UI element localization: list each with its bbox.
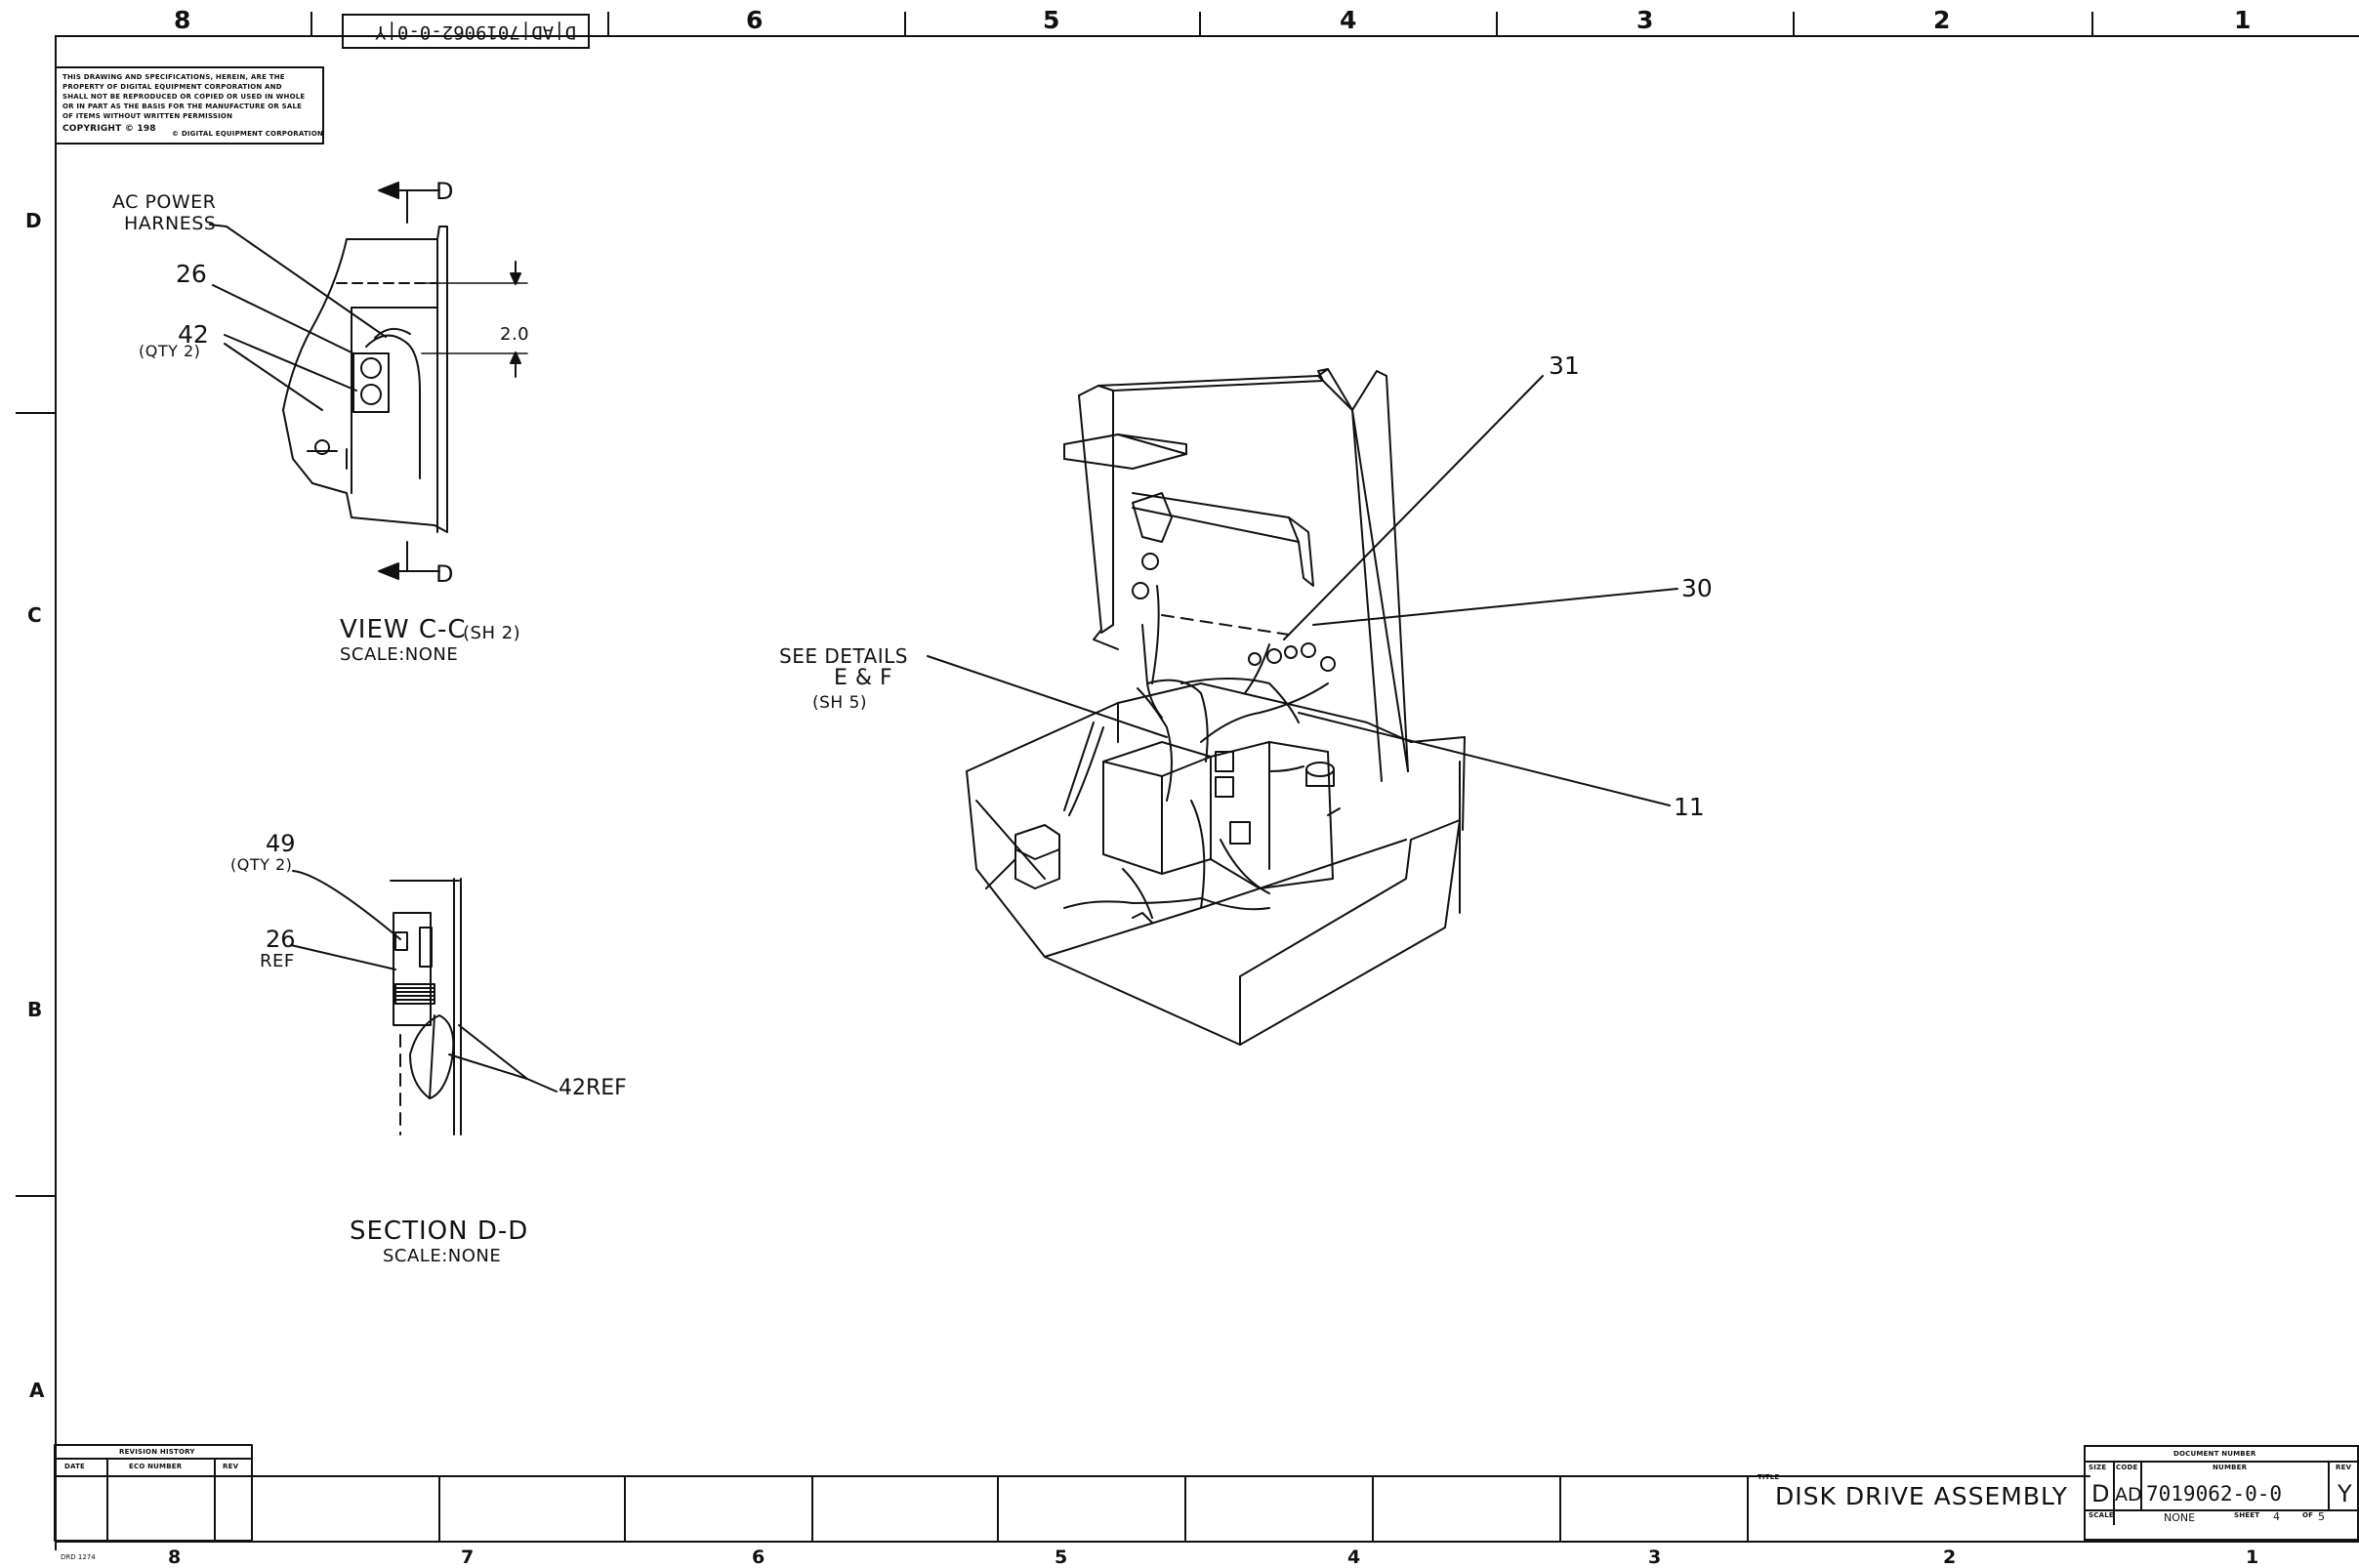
revision-history-heading: REVISION HISTORY [119,1448,195,1456]
zone-label-bottom-2: 2 [1943,1547,1957,1568]
zone-label-side-C: C [27,603,42,627]
callout-ac-power-line2: HARNESS [124,213,217,234]
zone-label-bottom-4: 4 [1347,1547,1361,1568]
size-caption: SIZE [2089,1464,2107,1471]
zone-label-side-A: A [29,1379,45,1402]
zone-divider [904,12,906,35]
section-dd-drawing [290,870,558,1135]
zone-label-top-3: 3 [1636,6,1654,34]
notice-line-2: PROPERTY OF DIGITAL EQUIPMENT CORPORATIO… [62,83,282,91]
rev-value: Y [2338,1480,2352,1507]
of-caption: OF [2302,1511,2314,1519]
callout-49-qty: (QTY 2) [230,855,293,874]
callout-42-qty: (QTY 2) [139,342,201,360]
of-value: 5 [2318,1510,2325,1523]
callout-42-ref: 42REF [559,1076,627,1100]
view-cc-title: VIEW C-C [340,615,467,644]
notice-line-3: SHALL NOT BE REPRODUCED OR COPIED OR USE… [62,93,306,101]
doc-block-divider [2328,1461,2330,1509]
notice-line-4: OR IN PART AS THE BASIS FOR THE MANUFACT… [62,103,303,110]
zone-label-bottom-1: 1 [2246,1547,2259,1568]
scale-caption: SCALE [2089,1511,2114,1519]
zone-divider [607,12,609,35]
doc-block-divider [2113,1461,2115,1525]
rev-caption: REV [2336,1464,2352,1471]
left-border [55,35,57,1550]
zone-label-top-2: 2 [1933,6,1951,34]
zone-label-top-1: 1 [2234,6,2252,34]
title-block: TITLE DISK DRIVE ASSEMBLY [1748,1445,2359,1541]
zone-label-bottom-8: 8 [168,1547,182,1568]
doc-block-rule [2086,1509,2359,1511]
callout-31: 31 [1549,351,1580,380]
zone-label-bottom-5: 5 [1055,1547,1068,1568]
view-cc-scale: SCALE:NONE [340,644,459,665]
main-isometric-drawing [927,368,1678,1046]
revision-col-date: DATE [64,1463,86,1470]
callout-details-letters: E & F [834,666,893,690]
zone-label-side-B: B [27,998,43,1021]
revision-history-lines [54,1444,253,1542]
zone-divider [1199,12,1201,35]
section-mark-D-bottom: D [435,560,454,588]
scale-value: NONE [2164,1511,2196,1524]
zone-label-side-D: D [25,209,42,232]
zone-divider [2091,12,2093,35]
view-cc-drawing [209,182,528,580]
notice-line-5: OF ITEMS WITHOUT WRITTEN PERMISSION [62,112,233,120]
sheet-caption: SHEET [2234,1511,2260,1519]
revision-col-eco: ECO NUMBER [129,1463,183,1470]
callout-details-sheet: (SH 5) [812,693,868,713]
section-dd-title: SECTION D-D [350,1217,529,1246]
doc-number-caption: DOCUMENT NUMBER [2173,1450,2256,1458]
zone-label-bottom-6: 6 [752,1547,766,1568]
top-border [55,35,2359,37]
callout-ac-power-line1: AC POWER [112,191,217,213]
side-zone-tick [16,1195,55,1197]
number-value: 7019062-0-0 [2146,1482,2283,1506]
dimension-2-0: 2.0 [500,324,530,345]
side-zone-tick [16,412,55,414]
title-caption: TITLE [1758,1473,1780,1481]
zone-divider [310,12,312,35]
zone-label-top-8: 8 [174,6,191,34]
section-mark-D-top: D [435,178,454,205]
callout-26: 26 [176,260,207,288]
doc-block-rule [2086,1461,2359,1463]
callout-49: 49 [266,830,296,857]
zone-label-top-6: 6 [746,6,764,34]
code-caption: CODE [2116,1464,2138,1471]
proprietary-notice-box: THIS DRAWING AND SPECIFICATIONS, HEREIN,… [55,66,324,144]
bottom-border [55,1541,2359,1543]
notice-company: © DIGITAL EQUIPMENT CORPORATION [172,130,323,138]
sheet-value: 4 [2273,1510,2280,1523]
bottom-row-lines [251,1475,2090,1542]
doc-block-divider [2140,1461,2142,1509]
callout-26-ref: 26 [266,926,296,953]
callout-42: 42 [178,320,209,349]
zone-label-top-4: 4 [1340,6,1357,34]
notice-copyright: COPYRIGHT © 198 [62,124,156,134]
number-caption: NUMBER [2213,1464,2248,1471]
zone-label-top-5: 5 [1043,6,1060,34]
zone-label-bottom-3: 3 [1648,1547,1662,1568]
drawing-title: DISK DRIVE ASSEMBLY [1775,1482,2068,1510]
doc-number-block: DOCUMENT NUMBER SIZE CODE NUMBER REV D A… [2084,1445,2359,1541]
form-number: DRD 1274 [61,1553,96,1561]
size-value: D [2091,1480,2110,1507]
code-value: AD [2115,1484,2142,1506]
section-dd-scale: SCALE:NONE [383,1246,502,1266]
callout-see-details: SEE DETAILS [779,644,908,668]
zone-divider [1793,12,1795,35]
callout-30: 30 [1681,574,1713,602]
callout-11: 11 [1674,793,1705,821]
view-cc-sheet-ref: (SH 2) [463,623,521,643]
revision-col-rev: REV [223,1463,239,1470]
notice-line-1: THIS DRAWING AND SPECIFICATIONS, HEREIN,… [62,73,285,81]
zone-divider [1496,12,1498,35]
callout-26-ref-text: REF [260,951,295,971]
zone-label-bottom-7: 7 [461,1547,475,1568]
